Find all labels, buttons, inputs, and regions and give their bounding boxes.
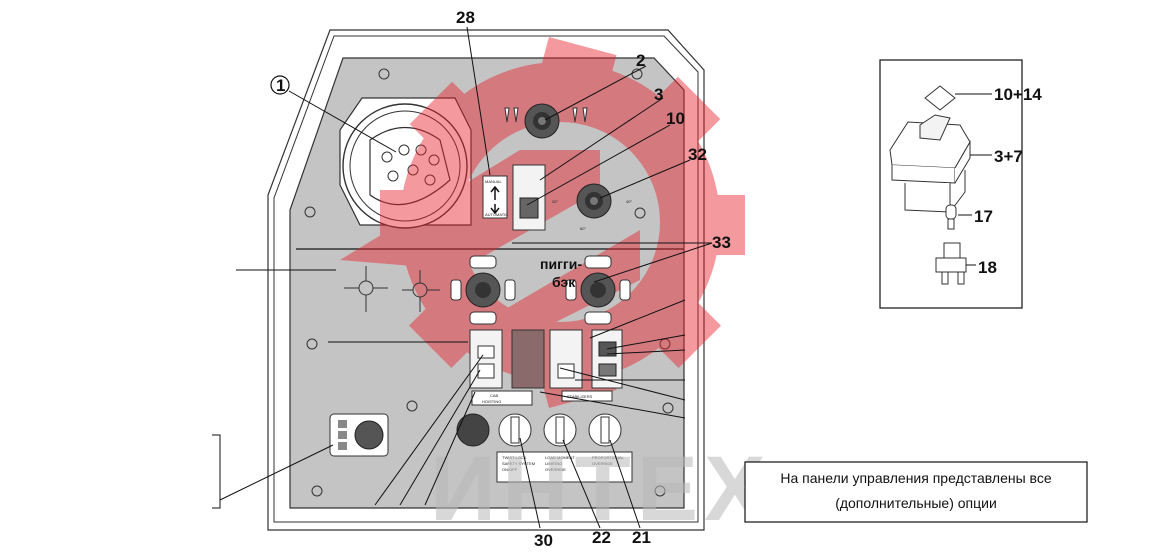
callout-3-7: 3+7 [994,147,1023,166]
hoisting-label: HOISTING [482,399,501,404]
load-moment-label: LOAD MOMENT [545,455,575,460]
callout-numbers: 1 28 2 3 10 32 33 30 22 21 [270,8,731,550]
callout-22: 22 [592,528,611,547]
screw [304,206,316,218]
note-line-2: (дополнительные) опции [835,495,997,511]
rocker-switch-body [889,114,971,213]
callout-10: 10 [666,109,685,128]
screw [634,207,646,219]
stabilizer-switch-2 [591,329,623,389]
upper-controls: MANUAL AUTOMATIC 20° 40° 60° [482,103,632,231]
angle-60-label: 60° [580,226,586,231]
limiting-label: LIMITING [545,461,562,466]
proportional-label: PROPORTIONAL [592,455,624,460]
screw [406,400,418,412]
lamp-bulb-icon [945,204,957,230]
angle-40-label: 40° [626,199,632,204]
crane-symbol-icon [344,266,440,312]
joystick-left [450,255,516,325]
arrow-up-down-icon [490,185,500,215]
key-switch-21 [588,413,622,447]
callout-21: 21 [632,528,651,547]
cab-hoisting-plate [471,390,533,406]
twist-lock-label: TWIST LOCK [502,455,527,460]
inset-rocker-switch: 10+14 3+7 17 18 [879,59,1042,309]
lamp-socket-icon [935,242,967,285]
callout-32: 32 [688,145,707,164]
screw [662,402,674,414]
bottom-controls: TWIST LOCK SAFETY SYSTEM ON/OFF LOAD MOM… [329,413,633,483]
screw [306,338,318,350]
automatic-label: AUTOMATIC [485,212,508,217]
callout-1: 1 [276,76,285,95]
screw [654,485,666,497]
override-label: OVERRIDE [545,467,566,472]
callout-17: 17 [974,207,993,226]
cab-label: CAB [490,393,499,398]
stabilizers-label: STABILIZERS [567,394,593,399]
stabilizer-switch-1 [549,329,583,389]
lens-cap-icon [924,85,956,111]
note-line-1: На панели управления представлены все [780,470,1051,486]
knob-2-indicator-icon [504,107,588,123]
joystick-right [565,255,631,325]
callout-circle-1 [270,75,290,95]
push-button-black [456,413,490,447]
key-switch-22 [543,413,577,447]
safety-system-label: SAFETY SYSTEM [502,461,535,466]
callout-10-14: 10+14 [994,85,1042,104]
blank-switch [511,329,545,389]
middle-controls: пигги- бэк [344,255,631,325]
callout-33: 33 [712,233,731,252]
callout-18: 18 [978,258,997,277]
note-box: На панели управления представлены все (д… [744,461,1088,523]
piggyback-label-line2: бэк [552,274,576,290]
screw [311,485,323,497]
screw [378,68,390,80]
key-switch-30 [498,413,532,447]
label-plate [496,451,633,483]
callout-3: 3 [654,85,663,104]
proportional-override-label: OVERRIDE [592,461,613,466]
rotary-knob-32 [576,183,612,219]
rocker-switch-paddle [519,197,539,219]
manual-label: MANUAL [485,179,502,184]
callout-28: 28 [456,8,475,27]
callout-30: 30 [534,531,553,550]
rotary-knob-2 [524,103,560,139]
on-off-label: ON/OFF [502,467,518,472]
leader-lines [212,26,713,529]
angle-20-label: 20° [552,199,558,204]
callout-2: 2 [636,51,645,70]
piggyback-label-line1: пигги- [540,256,582,272]
main-connector [339,97,472,229]
watermark-text: ИНТЕХ [430,438,772,540]
